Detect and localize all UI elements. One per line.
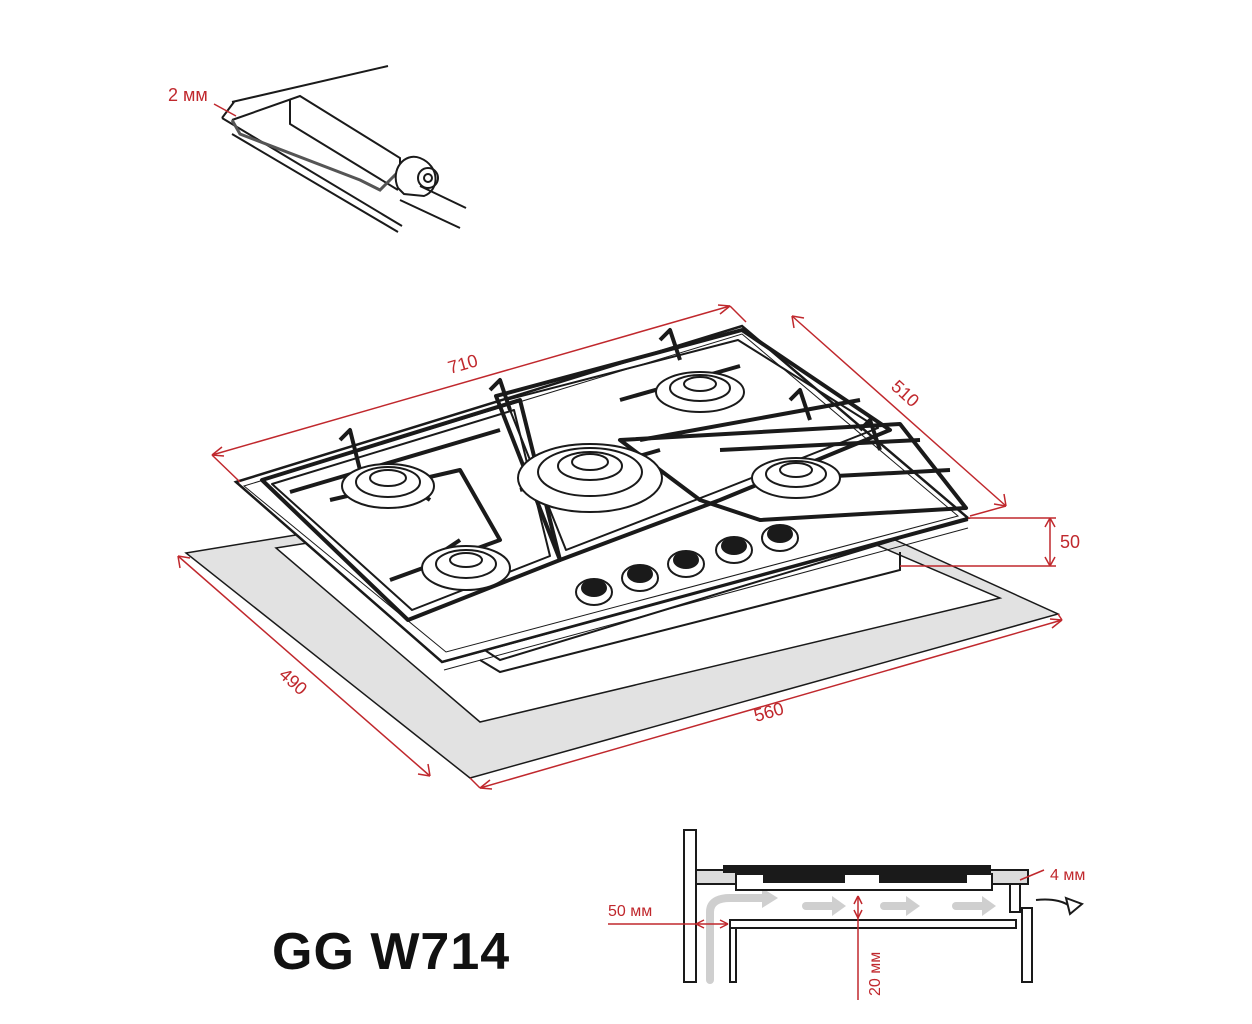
seal-dimension-leader xyxy=(213,103,237,117)
bottom-gap-label: 20 мм xyxy=(867,952,884,996)
knob-2 xyxy=(621,564,659,592)
knob-5 xyxy=(761,524,799,552)
burners xyxy=(341,371,841,591)
control-knobs xyxy=(575,524,799,606)
burner-left-front xyxy=(421,545,511,591)
burner-right-front xyxy=(751,457,841,499)
model-name: GG W714 xyxy=(272,923,511,981)
airflow-arrows xyxy=(706,894,986,984)
cutout-depth-label: 490 xyxy=(275,664,311,699)
seal-gap-label: 2 мм xyxy=(168,85,208,105)
cross-section xyxy=(608,829,1084,1000)
burner-right-rear xyxy=(655,371,745,413)
height-label: 50 xyxy=(1060,532,1080,552)
vent-gap-label: 4 мм xyxy=(1050,867,1085,884)
dimension-lines xyxy=(177,304,1063,790)
top-width-label: 710 xyxy=(446,350,480,378)
side-clearance-label: 50 мм xyxy=(608,903,652,920)
burner-wok xyxy=(517,443,663,513)
burner-left-rear xyxy=(341,463,435,509)
knob-3 xyxy=(667,550,705,578)
knob-4 xyxy=(715,536,753,564)
cutout-width-label: 560 xyxy=(752,698,786,726)
seal-detail xyxy=(221,65,467,233)
knob-1 xyxy=(575,578,613,606)
